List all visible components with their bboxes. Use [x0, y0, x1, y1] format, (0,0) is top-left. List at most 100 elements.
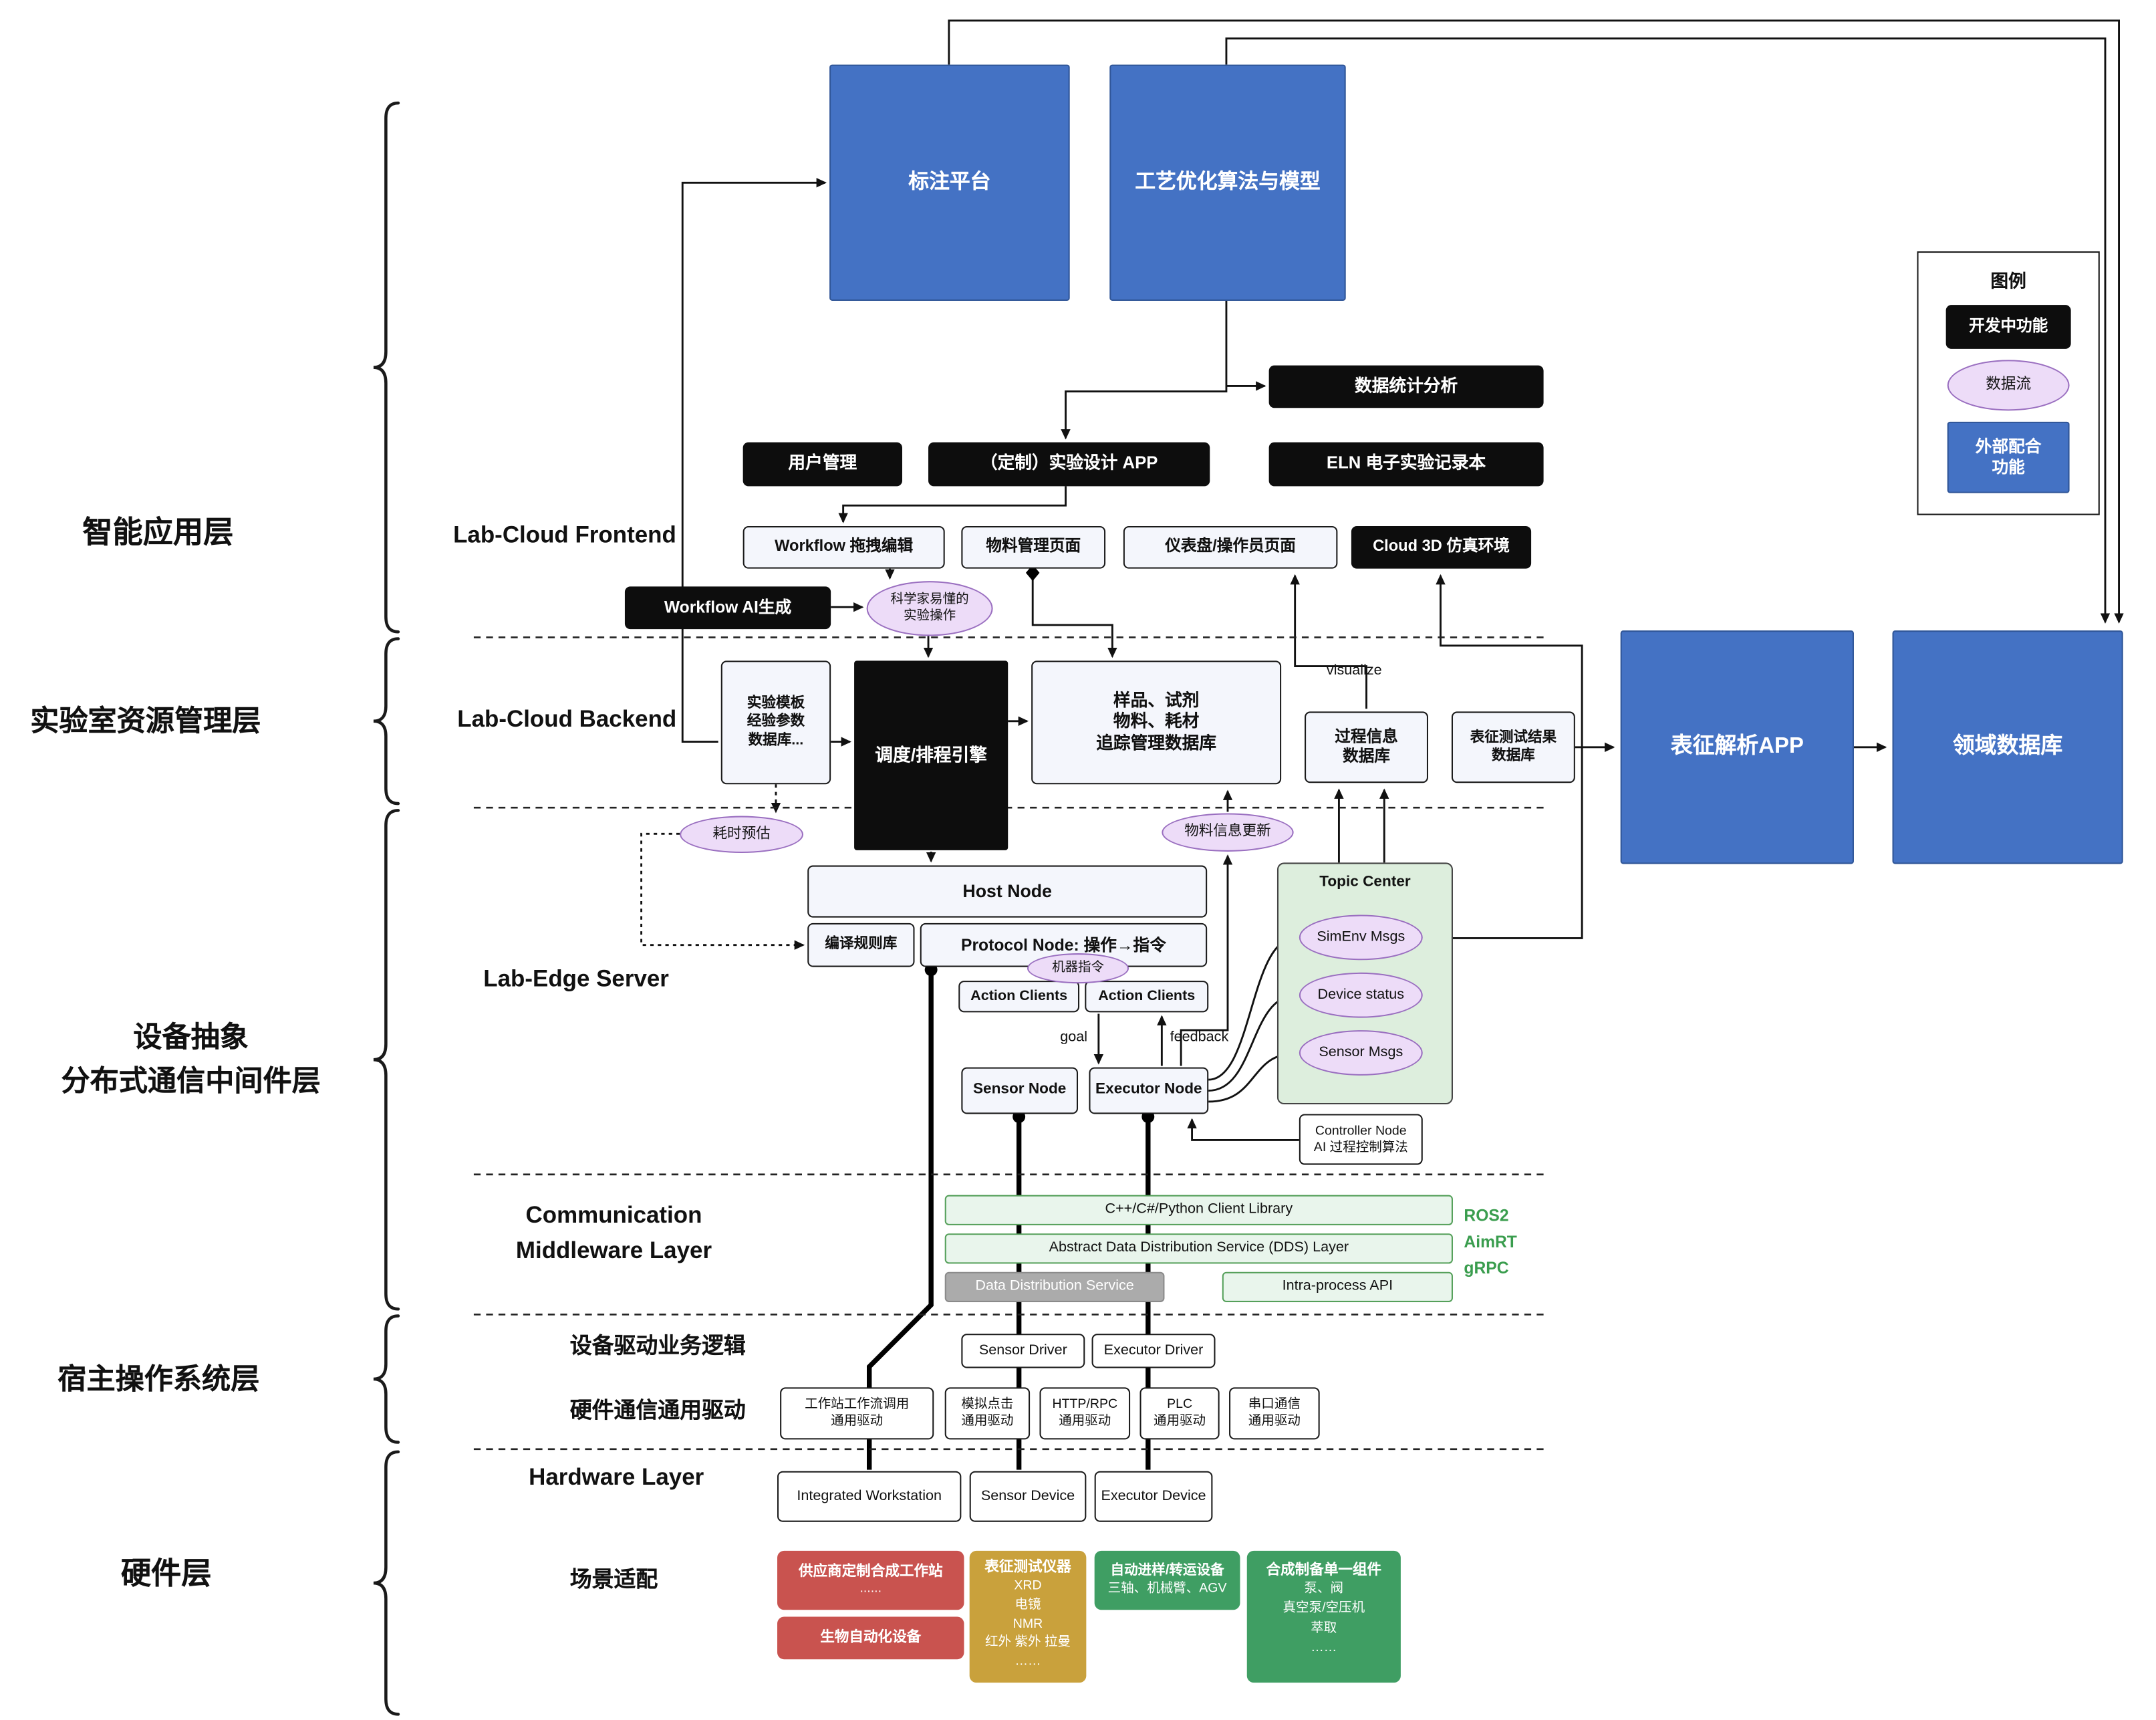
- action-clients-right-label: Action Clients: [1098, 987, 1196, 1004]
- sensor-device-box: Sensor Device: [969, 1471, 1087, 1522]
- dds-layer-bar: Abstract Data Distribution Service (DDS)…: [944, 1233, 1453, 1264]
- legend-external-label: 外部配合 功能: [1975, 437, 2042, 477]
- sensor-node-label: Sensor Node: [972, 1081, 1067, 1098]
- characterization-app-label: 表征解析APP: [1670, 735, 1804, 759]
- scientist-ops-dataflow: 科学家易懂的 实验操作: [866, 581, 993, 636]
- data-statistics-box: 数据统计分析: [1268, 365, 1544, 408]
- plc-driver-label: PLC 通用驱动: [1153, 1396, 1206, 1429]
- process-info-db-label: 过程信息 数据库: [1335, 729, 1398, 765]
- client-library-label: C++/C#/Python Client Library: [1105, 1201, 1293, 1218]
- action-clients-left-label: Action Clients: [970, 987, 1068, 1004]
- layer-label-hardware: 硬件层: [120, 1556, 212, 1591]
- cloud3d-box: Cloud 3D 仿真环境: [1351, 525, 1532, 569]
- rule-library-label: 编译规则库: [825, 936, 898, 953]
- bio-automation-label: 生物自动化设备: [820, 1628, 922, 1646]
- middleware-stack-list: ROS2 AimRT gRPC: [1464, 1206, 1517, 1278]
- machine-command-dataflow: 机器指令: [1027, 953, 1129, 984]
- sample-tracking-db-box: 样品、试剂 物料、耗材 追踪管理数据库: [1031, 660, 1282, 785]
- topic-sensor-msgs-label: Sensor Msgs: [1319, 1043, 1403, 1061]
- topic-sensor-msgs: Sensor Msgs: [1299, 1030, 1423, 1076]
- http-rpc-driver-label: HTTP/RPC 通用驱动: [1052, 1396, 1118, 1429]
- executor-driver-label: Executor Driver: [1103, 1342, 1204, 1359]
- section-label-driver-logic: 设备驱动业务逻辑: [569, 1335, 746, 1359]
- domain-db-box: 领域数据库: [1892, 630, 2123, 864]
- executor-device-box: Executor Device: [1094, 1471, 1213, 1522]
- goal-label: goal: [1060, 1029, 1088, 1046]
- workflow-editor-label: Workflow 拖拽编辑: [775, 539, 914, 556]
- bio-automation-box: 生物自动化设备: [777, 1616, 964, 1660]
- host-node-label: Host Node: [962, 880, 1052, 901]
- controller-node-box: Controller Node AI 过程控制算法: [1299, 1114, 1423, 1165]
- workflow-ai-box: Workflow AI生成: [624, 586, 831, 630]
- click-driver-label: 模拟点击 通用驱动: [961, 1396, 1014, 1429]
- client-library-bar: C++/C#/Python Client Library: [944, 1195, 1453, 1225]
- scientist-ops-label: 科学家易懂的 实验操作: [890, 592, 969, 624]
- section-label-scenario: 场景适配: [569, 1568, 658, 1592]
- workstation-driver-label: 工作站工作流调用 通用驱动: [805, 1396, 910, 1429]
- serial-driver-label: 串口通信 通用驱动: [1248, 1396, 1301, 1429]
- legend-data-flow: 数据流: [1947, 360, 2070, 411]
- workflow-editor-box: Workflow 拖拽编辑: [743, 525, 945, 569]
- dds-service-label: Data Distribution Service: [975, 1277, 1134, 1295]
- dds-layer-label: Abstract Data Distribution Service (DDS)…: [1049, 1239, 1349, 1256]
- process-info-db-box: 过程信息 数据库: [1305, 711, 1428, 783]
- sample-tracking-db-label: 样品、试剂 物料、耗材 追踪管理数据库: [1096, 690, 1217, 753]
- legend-in-development: 开发中功能: [1945, 305, 2071, 349]
- synthesis-components-box: 合成制备单一组件 泵、阀 真空泵/空压机 萃取 ……: [1246, 1550, 1401, 1683]
- legend-title: 图例: [1990, 270, 2026, 291]
- legend-in-development-label: 开发中功能: [1969, 318, 2048, 335]
- vendor-workstation-box: 供应商定制合成工作站 ......: [777, 1550, 964, 1610]
- section-label-backend: Lab-Cloud Backend: [457, 706, 677, 733]
- sensor-device-label: Sensor Device: [980, 1487, 1075, 1504]
- topic-simenv-label: SimEnv Msgs: [1317, 928, 1405, 945]
- vendor-workstation-sub: ......: [859, 1581, 882, 1596]
- dds-service-bar: Data Distribution Service: [944, 1271, 1165, 1302]
- annotation-platform-box: 标注平台: [829, 64, 1070, 301]
- workflow-ai-label: Workflow AI生成: [664, 597, 792, 617]
- transfer-equipment-title: 自动进样/转运设备: [1110, 1564, 1224, 1579]
- section-label-hw-comm-driver: 硬件通信通用驱动: [569, 1399, 746, 1423]
- time-estimate-dataflow: 耗时预估: [680, 816, 804, 854]
- process-optimization-box: 工艺优化算法与模型: [1109, 64, 1346, 301]
- custom-experiment-app-label: （定制）实验设计 APP: [980, 453, 1158, 473]
- dashboard-page-label: 仪表盘/操作员页面: [1165, 539, 1296, 556]
- sensor-driver-box: Sensor Driver: [961, 1334, 1085, 1368]
- sensor-driver-label: Sensor Driver: [978, 1342, 1067, 1359]
- cloud3d-label: Cloud 3D 仿真环境: [1373, 539, 1510, 556]
- topic-device-status: Device status: [1299, 972, 1423, 1018]
- legend-data-flow-label: 数据流: [1986, 376, 2032, 392]
- data-statistics-label: 数据统计分析: [1355, 376, 1458, 396]
- layer-label-intelligent-app: 智能应用层: [82, 515, 234, 549]
- domain-db-label: 领域数据库: [1952, 735, 2063, 759]
- material-update-label: 物料信息更新: [1184, 823, 1271, 840]
- feedback-label: feedback: [1170, 1029, 1229, 1046]
- transfer-equipment-sub: 三轴、机械臂、AGV: [1107, 1580, 1227, 1596]
- action-clients-left-box: Action Clients: [958, 981, 1080, 1013]
- layer-label-host-os: 宿主操作系统层: [57, 1364, 260, 1396]
- synthesis-components-title: 合成制备单一组件: [1266, 1562, 1382, 1578]
- intra-process-api-label: Intra-process API: [1282, 1277, 1393, 1295]
- serial-driver-box: 串口通信 通用驱动: [1229, 1387, 1320, 1440]
- characterization-instruments-title: 表征测试仪器: [984, 1559, 1071, 1576]
- executor-driver-box: Executor Driver: [1091, 1334, 1216, 1368]
- characterization-db-label: 表征测试结果 数据库: [1470, 729, 1557, 764]
- visualize-label: visualize: [1326, 662, 1382, 679]
- layer-label-lab-resource: 实验室资源管理层: [30, 706, 261, 738]
- process-optimization-label: 工艺优化算法与模型: [1135, 170, 1321, 193]
- click-driver-box: 模拟点击 通用驱动: [944, 1387, 1031, 1440]
- scheduler-engine-box: 调度/排程引擎: [854, 660, 1008, 850]
- template-db-label: 实验模板 经验参数 数据库...: [747, 695, 805, 748]
- eln-box: ELN 电子实验记录本: [1268, 442, 1544, 487]
- host-node-box: Host Node: [807, 865, 1208, 918]
- executor-device-label: Executor Device: [1101, 1487, 1206, 1504]
- vendor-workstation-title: 供应商定制合成工作站: [798, 1563, 943, 1580]
- section-label-comm-middleware: Communication Middleware Layer: [515, 1201, 712, 1265]
- synthesis-components-list: 泵、阀 真空泵/空压机 萃取 ……: [1283, 1581, 1365, 1655]
- integrated-workstation-label: Integrated Workstation: [797, 1487, 942, 1504]
- plc-driver-box: PLC 通用驱动: [1139, 1387, 1220, 1440]
- scheduler-engine-label: 调度/排程引擎: [875, 744, 988, 765]
- time-estimate-label: 耗时预估: [712, 825, 771, 842]
- section-label-frontend: Lab-Cloud Frontend: [453, 521, 676, 548]
- machine-command-label: 机器指令: [1051, 960, 1105, 976]
